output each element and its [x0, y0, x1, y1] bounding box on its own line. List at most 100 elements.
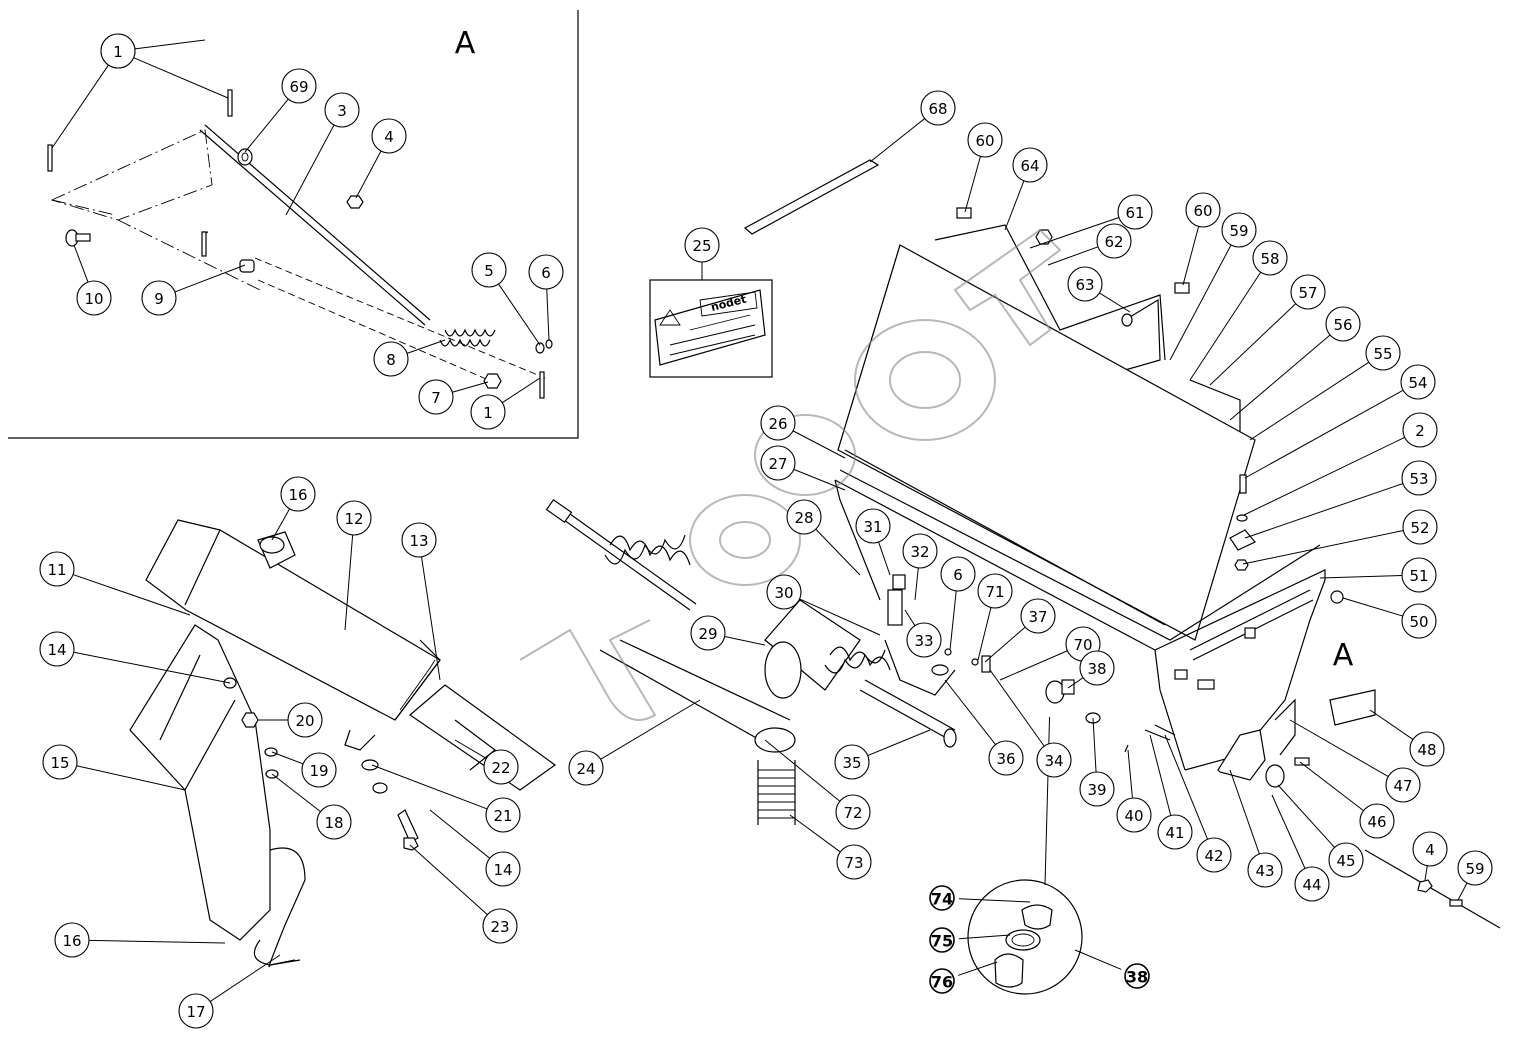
callout-40: 40 — [1116, 797, 1152, 833]
callout-14: 14 — [485, 851, 521, 887]
callout-64: 64 — [1012, 147, 1048, 183]
callout-3: 3 — [324, 92, 360, 128]
callout-71: 71 — [977, 573, 1013, 609]
leader-line — [1149, 734, 1172, 816]
callout-53: 53 — [1401, 460, 1437, 496]
leader-line — [134, 39, 206, 50]
callout-22: 22 — [483, 749, 519, 785]
callout-label: 62 — [1104, 233, 1123, 251]
callout-62: 62 — [1096, 223, 1132, 259]
callout-28: 28 — [786, 499, 822, 535]
callout-label: 43 — [1255, 862, 1274, 880]
leader-line — [406, 339, 446, 354]
callout-label: 44 — [1302, 876, 1321, 894]
leader-line — [792, 430, 846, 459]
callout-label: 60 — [975, 132, 994, 150]
callout-30: 30 — [766, 574, 802, 610]
callout-label: 12 — [344, 510, 363, 528]
callout-33: 33 — [906, 622, 942, 658]
callout-label: 74 — [931, 890, 953, 909]
leader-line — [1244, 389, 1404, 479]
callout-44: 44 — [1294, 866, 1330, 902]
leader-line — [944, 679, 996, 745]
callout-label: 3 — [337, 102, 347, 120]
callout-markers: 1116934109568768606461626360595857565554… — [39, 33, 1493, 1029]
callout-35: 35 — [834, 744, 870, 780]
callout-label: 40 — [1124, 807, 1143, 825]
knob-detail-view — [967, 879, 1083, 995]
callout-16: 16 — [54, 922, 90, 958]
callout-12: 12 — [336, 500, 372, 536]
callout-11: 11 — [39, 551, 75, 587]
callout-60: 60 — [1185, 192, 1221, 228]
callout-label: 51 — [1409, 567, 1428, 585]
callout-label: 25 — [692, 237, 711, 255]
leader-line — [498, 283, 541, 346]
callout-label: 29 — [698, 625, 717, 643]
leader-line — [271, 751, 304, 765]
callout-57: 57 — [1290, 274, 1326, 310]
callout-5: 5 — [471, 252, 507, 288]
callout-label: 47 — [1393, 777, 1412, 795]
callout-label: 54 — [1408, 374, 1427, 392]
callout-label: 33 — [914, 632, 933, 650]
callout-60: 60 — [967, 122, 1003, 158]
leader-line — [1047, 246, 1099, 266]
callout-label: 2 — [1415, 422, 1425, 440]
agitator-assembly — [545, 498, 991, 825]
callout-74: 74 — [929, 885, 955, 911]
callout-52: 52 — [1402, 509, 1438, 545]
leader-line — [1004, 180, 1025, 231]
leader-line — [914, 567, 919, 601]
callout-32: 32 — [902, 533, 938, 569]
callout-41: 41 — [1157, 814, 1193, 850]
handle-assembly — [129, 519, 557, 968]
leader-line — [815, 528, 861, 576]
callout-label: 37 — [1028, 608, 1047, 626]
watermark — [519, 228, 1062, 721]
leader-line — [51, 64, 109, 149]
callout-label: 9 — [154, 290, 164, 308]
leader-line — [501, 377, 541, 404]
callout-label: 34 — [1044, 752, 1063, 770]
leader-line — [1029, 217, 1120, 249]
callout-label: 70 — [1073, 636, 1092, 654]
callout-36: 36 — [988, 740, 1024, 776]
callout-label: 21 — [493, 807, 512, 825]
callout-label: 30 — [774, 584, 793, 602]
leader-line — [1229, 769, 1260, 855]
leader-line — [285, 124, 335, 216]
leader-line — [799, 598, 881, 636]
callout-39: 39 — [1079, 771, 1115, 807]
leader-line — [1277, 784, 1335, 848]
callout-label: 31 — [863, 518, 882, 536]
leader-line — [1319, 575, 1403, 579]
callout-76: 76 — [929, 968, 955, 994]
callout-73: 73 — [836, 844, 872, 880]
callout-label: 38 — [1126, 968, 1148, 987]
callout-label: 58 — [1260, 250, 1279, 268]
callout-label: 16 — [62, 932, 81, 950]
leader-line — [958, 934, 1011, 940]
callout-68: 68 — [920, 90, 956, 126]
callout-label: 76 — [931, 973, 953, 992]
callout-19: 19 — [301, 752, 337, 788]
leader-line — [1169, 244, 1232, 361]
callout-58: 58 — [1252, 240, 1288, 276]
callout-54: 54 — [1400, 364, 1436, 400]
callout-17: 17 — [178, 993, 214, 1029]
callout-61: 61 — [1117, 194, 1153, 230]
callout-label: 69 — [289, 78, 308, 96]
leader-line — [1244, 483, 1404, 539]
callout-label: 36 — [996, 750, 1015, 768]
callout-label: 13 — [409, 532, 428, 550]
callout-6: 6 — [528, 254, 564, 290]
callout-26: 26 — [760, 405, 796, 441]
leader-line — [867, 729, 931, 757]
callout-45: 45 — [1328, 842, 1364, 878]
hopper-assembly — [834, 207, 1501, 929]
leader-line — [1067, 677, 1084, 689]
callout-72: 72 — [835, 794, 871, 830]
view-label: A — [1333, 638, 1354, 673]
callout-label: 10 — [84, 290, 103, 308]
